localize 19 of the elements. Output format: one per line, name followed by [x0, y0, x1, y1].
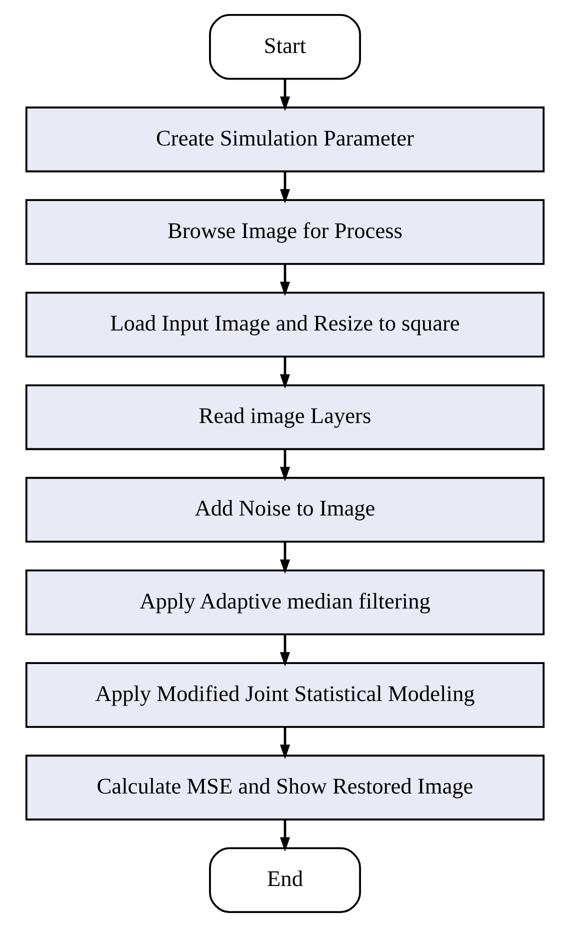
node-box: Apply Adaptive median filtering: [24, 570, 544, 636]
arrow: [279, 172, 290, 204]
arrow: [279, 727, 290, 760]
node-box: Browse Image for Process: [24, 199, 544, 265]
node-box: Add Noise to Image: [24, 476, 544, 543]
node-box: Calculate MSE and Show Restored Image: [24, 754, 544, 820]
arrow: [279, 264, 290, 296]
node-box: End: [208, 847, 360, 914]
arrow: [279, 542, 290, 574]
arrow: [279, 450, 290, 482]
arrow: [279, 634, 290, 666]
arrow: [279, 356, 290, 389]
arrow: [279, 820, 290, 852]
node-box: Apply Modified Joint Statistical Modeling: [24, 662, 544, 728]
node-box: Create Simulation Parameter: [24, 106, 544, 172]
node-box: Load Input Image and Resize to square: [24, 292, 544, 358]
node-box: Start: [208, 14, 360, 80]
arrow: [279, 79, 290, 111]
node-box: Read image Layers: [24, 384, 544, 450]
